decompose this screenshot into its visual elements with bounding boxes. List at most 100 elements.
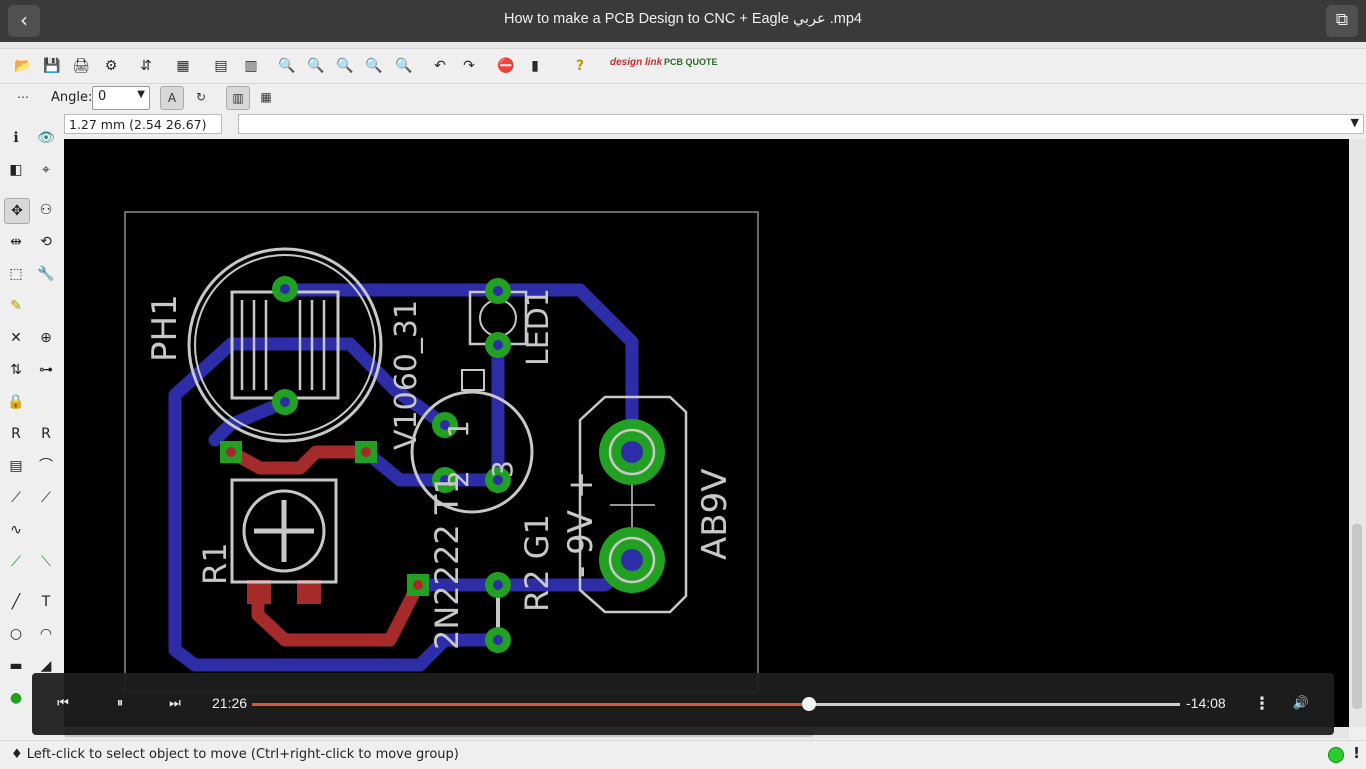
script-icon[interactable]: ▤ bbox=[214, 58, 228, 74]
ph1-outline bbox=[187, 247, 383, 443]
coordinate-bar: 1.27 mm (2.54 26.67) ▼ bbox=[0, 112, 1366, 138]
copy-icon[interactable]: ⚇ bbox=[39, 202, 53, 218]
help-icon[interactable]: ? bbox=[575, 58, 585, 74]
volume-icon[interactable]: 🔊 bbox=[1292, 696, 1310, 711]
seek-handle[interactable] bbox=[801, 697, 816, 711]
value-icon[interactable]: R bbox=[41, 426, 51, 442]
change-icon[interactable]: 🔧 bbox=[37, 266, 55, 282]
show-icon[interactable]: 👁 bbox=[37, 130, 55, 146]
menu-icon[interactable]: ⋮ bbox=[1253, 694, 1271, 714]
command-input[interactable]: ▼ bbox=[238, 114, 1364, 134]
pad-hole bbox=[361, 447, 371, 457]
save-icon[interactable]: 💾 bbox=[43, 58, 61, 74]
route-icon[interactable]: ⟋ bbox=[11, 554, 21, 570]
print-icon[interactable]: 🖨 bbox=[72, 58, 90, 74]
circle-icon[interactable]: ○ bbox=[9, 626, 23, 642]
replace-icon[interactable]: ⇅ bbox=[10, 362, 22, 378]
chevron-down-icon[interactable]: ▼ bbox=[1350, 116, 1359, 129]
go-icon[interactable]: ▮ bbox=[531, 58, 539, 74]
ph1-outline bbox=[194, 254, 376, 436]
split-icon[interactable]: ⊶ bbox=[39, 362, 53, 378]
label-r2-g1: R2 G1 bbox=[518, 514, 556, 612]
via-icon[interactable]: ● bbox=[9, 690, 23, 706]
angle-label: Angle: bbox=[51, 90, 93, 105]
zoom-fit-icon[interactable]: 🔍 bbox=[278, 58, 296, 74]
pad-hole bbox=[493, 635, 503, 645]
layout-split-icon[interactable]: ▦ bbox=[260, 90, 272, 104]
mirror-icon[interactable]: ⇹ bbox=[10, 234, 22, 250]
pcb-quote-button[interactable]: PCB QUOTE bbox=[664, 57, 718, 67]
parameter-toolbar: ⋯ Angle: 0 ▼ A ↻ ▥ ▦ bbox=[0, 84, 1366, 112]
mirror-text-icon[interactable]: A bbox=[160, 86, 184, 110]
smash-icon[interactable]: ▤ bbox=[9, 458, 23, 474]
skip-back-icon[interactable]: ⏮ bbox=[57, 696, 69, 711]
board-icon[interactable]: ⇵ bbox=[140, 58, 152, 74]
pad-hole bbox=[493, 286, 503, 296]
rect-icon[interactable]: ▬ bbox=[9, 658, 23, 674]
angle-select[interactable]: 0 ▼ bbox=[92, 86, 150, 110]
zoom-out-icon[interactable]: 🔍 bbox=[336, 58, 354, 74]
text-icon[interactable]: T bbox=[41, 594, 51, 610]
smd-pad bbox=[297, 580, 321, 604]
trace-bottom bbox=[224, 445, 373, 475]
undo-icon[interactable]: ↶ bbox=[434, 58, 446, 74]
warning-icon: ! bbox=[1353, 744, 1360, 762]
vertical-scrollbar[interactable] bbox=[1349, 139, 1366, 727]
design-link-button[interactable]: design link bbox=[610, 57, 663, 68]
split-wire-icon[interactable]: ⟋ bbox=[11, 490, 21, 506]
meander-icon[interactable]: ∿ bbox=[10, 522, 22, 538]
miter-icon[interactable]: ⌒ bbox=[39, 458, 53, 474]
restore-button[interactable]: ⧉ bbox=[1326, 5, 1358, 37]
add-icon[interactable]: ⊕ bbox=[40, 330, 52, 346]
optimize-icon[interactable]: ⟋ bbox=[41, 490, 51, 506]
rotate-icon[interactable]: ⟲ bbox=[40, 234, 52, 250]
seek-progress bbox=[252, 703, 809, 706]
tool-palette: ℹ 👁 ◧ ⌖ ✥ ⚇ ⇹ ⟲ ⬚ 🔧 ✎ ✕ ⊕ ⇅ ⊶ 🔒 R R ▤ ⌒ … bbox=[0, 120, 63, 740]
menu-bar bbox=[0, 42, 1366, 49]
label-voltage: - 9V + bbox=[561, 471, 601, 578]
group-icon[interactable]: ⬚ bbox=[9, 266, 23, 282]
ulp-icon[interactable]: ▥ bbox=[244, 58, 258, 74]
pads bbox=[220, 276, 665, 653]
display-layers-icon[interactable]: ◧ bbox=[9, 162, 23, 178]
zoom-in-icon[interactable]: 🔍 bbox=[307, 58, 325, 74]
title-bar: ‹ How to make a PCB Design to CNC + Eagl… bbox=[0, 0, 1366, 42]
wire-icon[interactable]: ╱ bbox=[11, 594, 21, 610]
scroll-thumb[interactable] bbox=[1352, 524, 1362, 709]
arc-icon[interactable]: ◠ bbox=[39, 626, 53, 642]
stop-icon[interactable]: ⛔ bbox=[497, 58, 515, 74]
pcb-canvas[interactable]: PH1 V1060_31 LED1 R1 2N2222 T1 R2 G1 AB9… bbox=[64, 139, 1349, 727]
back-button[interactable]: ‹ bbox=[8, 5, 40, 37]
coordinate-readout: 1.27 mm (2.54 26.67) bbox=[64, 114, 222, 134]
zoom-redraw-icon[interactable]: 🔍 bbox=[365, 58, 383, 74]
cam-icon[interactable]: ⚙ bbox=[104, 58, 118, 74]
lock-icon[interactable]: 🔒 bbox=[7, 394, 25, 410]
delete-icon[interactable]: ✕ bbox=[10, 330, 22, 346]
label-led1: LED1 bbox=[521, 288, 556, 366]
window-title: How to make a PCB Design to CNC + Eagle … bbox=[504, 11, 862, 27]
grid-icon[interactable]: ⋯ bbox=[17, 90, 29, 104]
polygon-icon[interactable]: ◢ bbox=[40, 658, 52, 674]
battery-pad-ring bbox=[608, 536, 656, 584]
zoom-select-icon[interactable]: 🔍 bbox=[395, 58, 413, 74]
smd-pad bbox=[247, 580, 271, 604]
seek-bar[interactable] bbox=[252, 697, 1180, 711]
paste-icon[interactable]: ✎ bbox=[10, 298, 22, 314]
name-icon[interactable]: R bbox=[11, 426, 21, 442]
label-pin2: 2 bbox=[442, 470, 475, 488]
label-t1: 2N2222 T1 bbox=[428, 474, 466, 650]
skip-forward-icon[interactable]: ⏭ bbox=[169, 696, 181, 711]
3d-icon[interactable]: ▦ bbox=[176, 58, 190, 74]
pause-icon[interactable]: ⏸ bbox=[116, 696, 124, 711]
redo-icon[interactable]: ↷ bbox=[463, 58, 475, 74]
spin-icon[interactable]: ↻ bbox=[195, 90, 207, 104]
move-icon[interactable]: ✥ bbox=[4, 198, 30, 224]
info-icon[interactable]: ℹ bbox=[13, 130, 19, 146]
mark-icon[interactable]: ⌖ bbox=[42, 162, 50, 178]
label-pin1: 1 bbox=[442, 420, 475, 438]
pad-hole bbox=[226, 447, 236, 457]
pad-hole bbox=[413, 580, 423, 590]
layout-left-icon[interactable]: ▥ bbox=[226, 86, 250, 110]
open-icon[interactable]: 📂 bbox=[14, 58, 32, 74]
ripup-icon[interactable]: ⟍ bbox=[41, 554, 51, 570]
